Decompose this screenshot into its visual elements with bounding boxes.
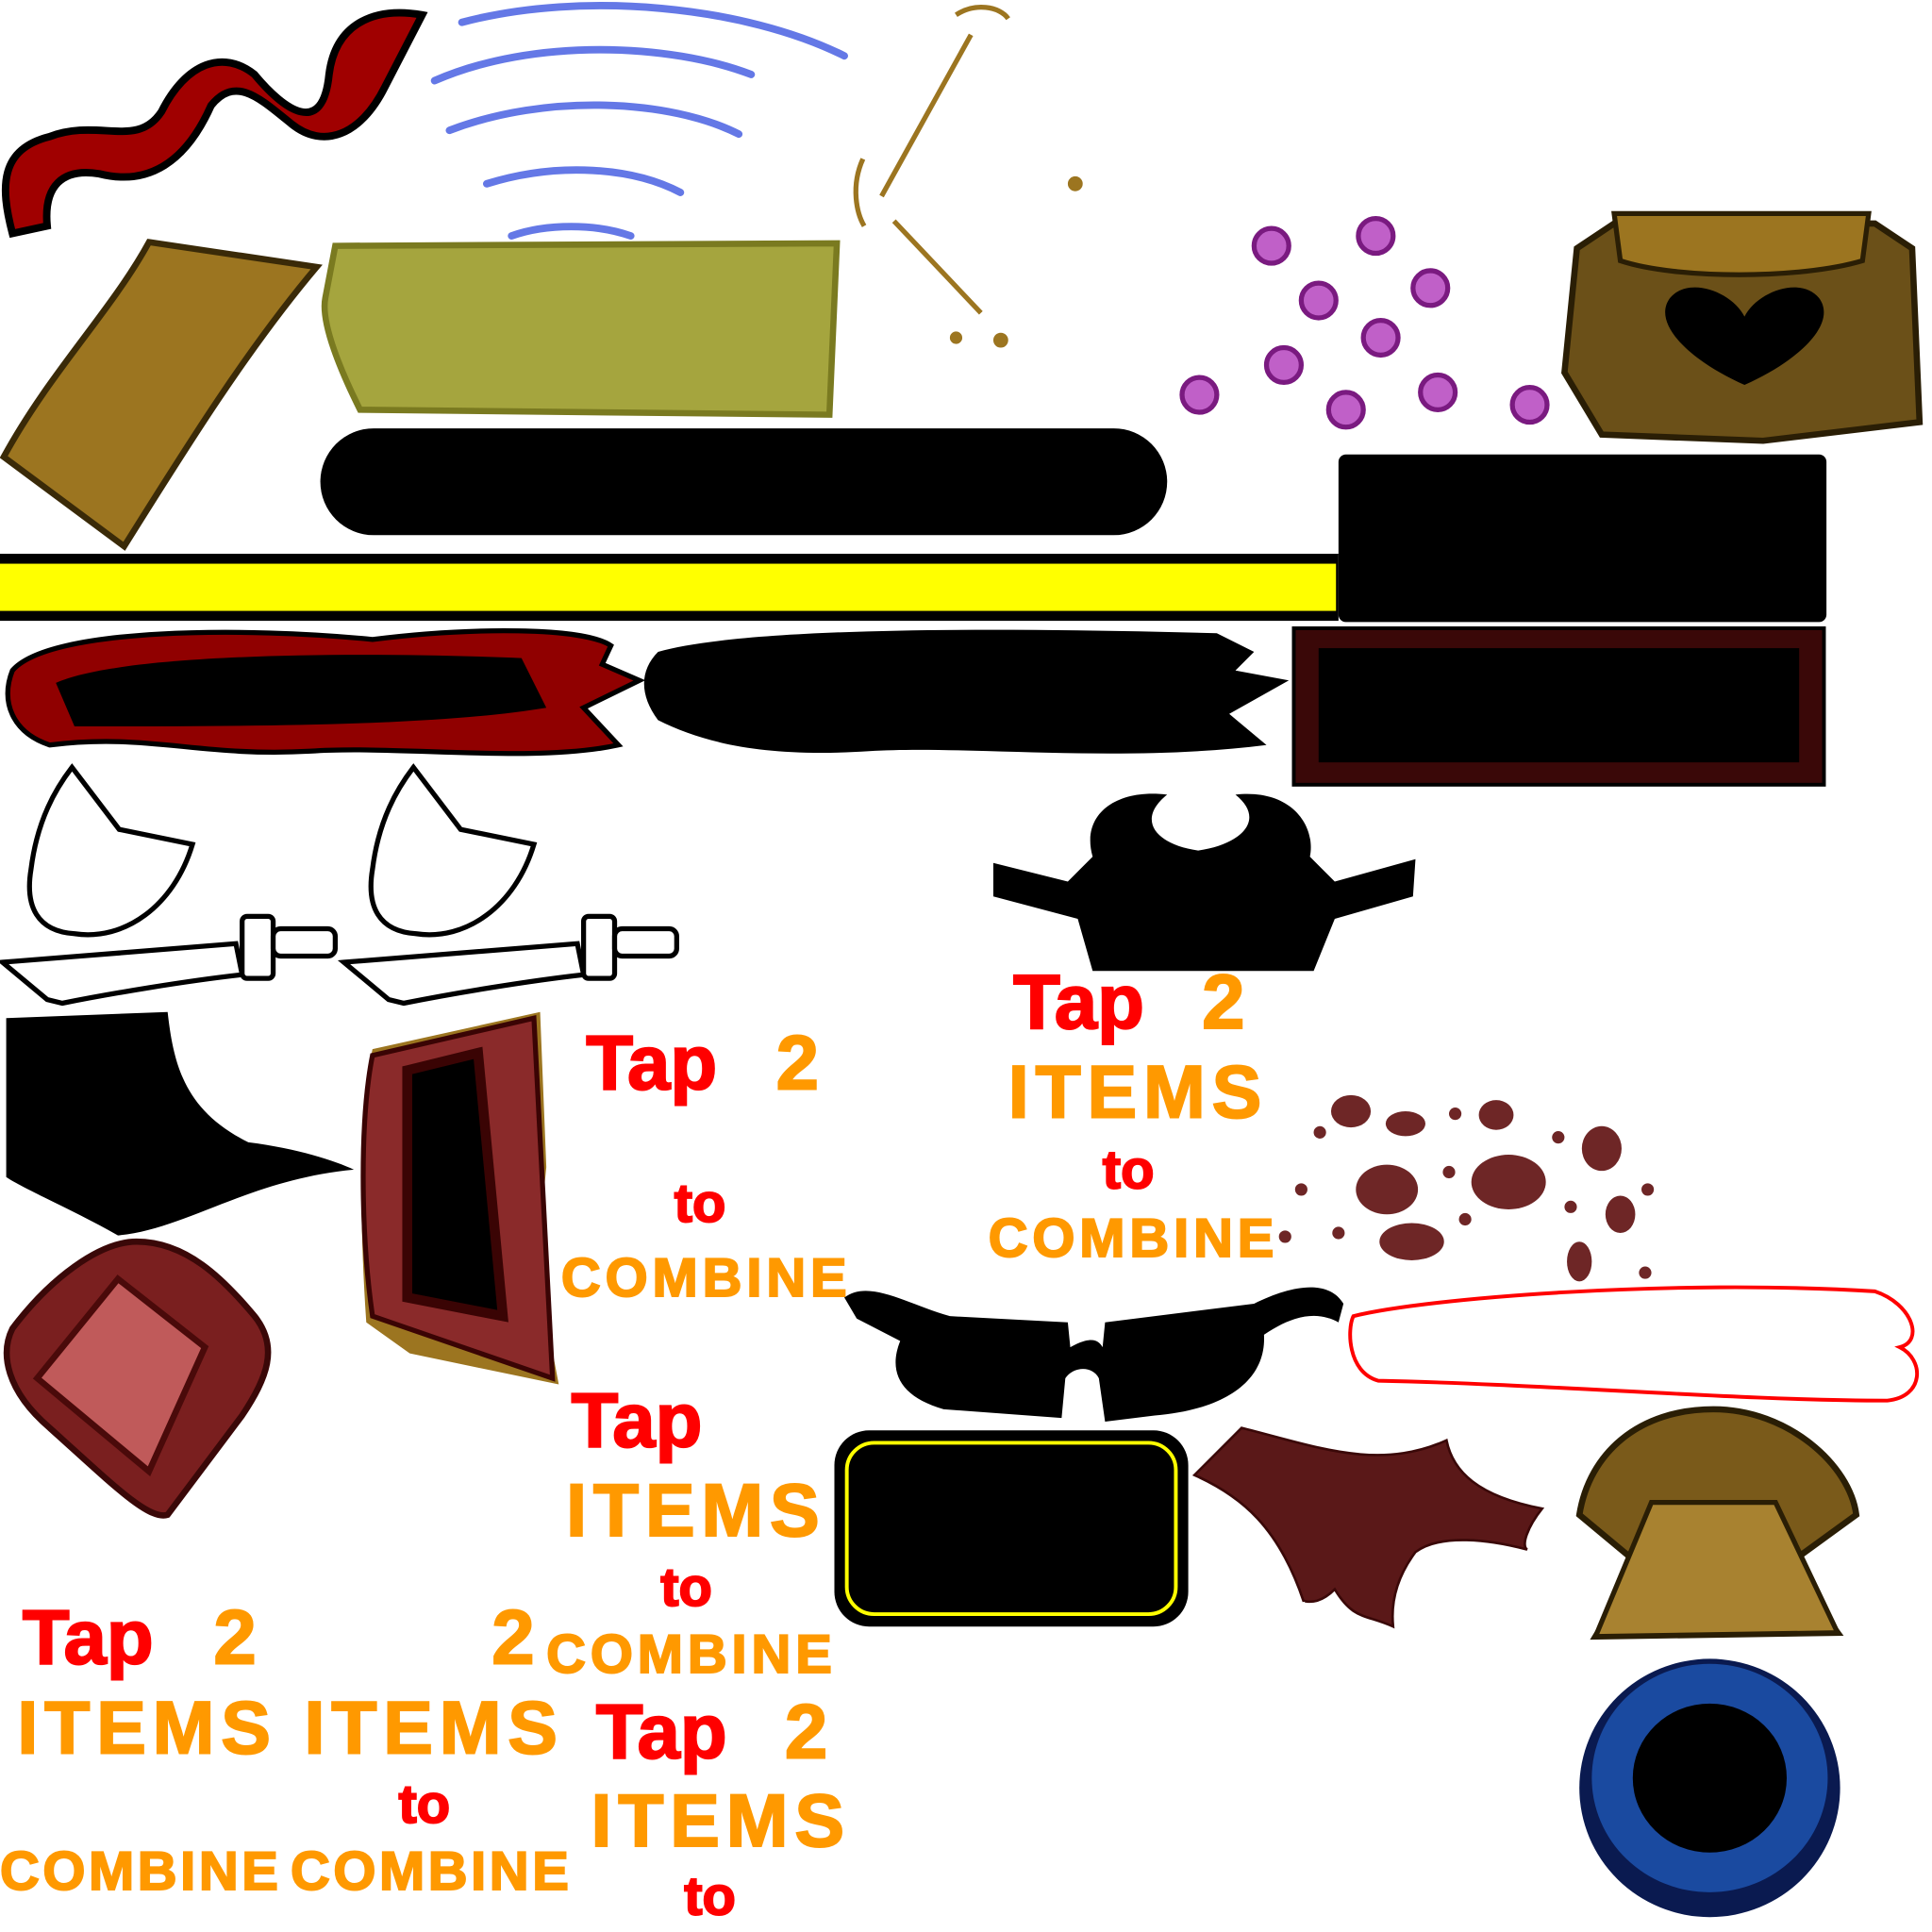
blue-ring-sprite [1579,1658,1840,1918]
two-label: 2 [213,1595,256,1681]
combine-label: COMBINE [561,1248,847,1308]
red-snake-sprite [1,8,428,239]
combine-label: COMBINE [989,1208,1274,1269]
items-label: ITEMS [304,1686,558,1769]
combine-label: COMBINE [0,1841,278,1902]
yellow-bordered-box [834,1430,1189,1627]
two-label: 2 [785,1690,827,1775]
bat-wing-sprite [1191,1426,1545,1629]
broken-stick-sprite [853,5,1083,348]
black-sunglasses-sprite [844,1287,1344,1423]
two-label: 2 [776,1020,819,1106]
two-label: 2 [1202,959,1244,1045]
tap-label: Tap [596,1690,727,1775]
heart-icon [1665,287,1824,386]
white-cat-ear-sword-sprite [0,763,679,1007]
black-helmet-sprite [992,793,1416,972]
red-blob-inner [56,655,547,726]
tap-to-combine-text-2: Tap 2 ITEMS to COMBINE [988,958,1275,1270]
yellow-progress-fill [0,563,1337,611]
red-outline-cloud [1348,1285,1920,1403]
tap-to-combine-text-1: Tap 2 to COMBINE [560,1019,848,1309]
to-label: to [675,1174,726,1234]
items-label: ITEMS [566,1469,820,1552]
tap-to-combine-text-3: Tap ITEMS to COMBINE [545,1376,833,1686]
tap-to-combine-text-4: Tap 2 ITEMS COMBINE [0,1594,279,1904]
items-label: ITEMS [1008,1051,1262,1134]
tap-label: Tap [586,1020,717,1106]
tap-to-combine-text-6: Tap 2 ITEMS to [591,1689,845,1928]
items-label: ITEMS [17,1686,271,1769]
tap-label: Tap [571,1377,702,1463]
monkey-chest-sprite [1561,210,1924,444]
black-boot-sprite [6,1011,355,1236]
tap-label: Tap [23,1595,154,1681]
purple-flowers-sprite [1179,216,1550,430]
two-label: 2 [491,1595,534,1681]
maroon-door-frame-sprite [360,1011,559,1385]
ruby-gem-sprite [4,1238,272,1519]
to-label: to [660,1557,712,1618]
black-panel [1338,454,1827,623]
blue-wind-streams [430,2,848,241]
dark-red-frame-inner [1318,648,1800,763]
tap-label: Tap [1013,959,1144,1045]
items-label: ITEMS [591,1779,845,1862]
tap-to-combine-text-5: 2 ITEMS to COMBINE [290,1594,570,1904]
monkey-head-sprite [1575,1406,1860,1641]
to-label: to [1103,1141,1155,1201]
to-label: to [684,1867,736,1927]
brown-spots-sprite [1278,1094,1655,1282]
black-blob-banner [643,629,1290,754]
olive-banner-sprite [321,240,841,418]
brown-paper-sprite [0,239,323,551]
to-label: to [398,1774,450,1835]
yellow-border [844,1441,1178,1617]
combine-label: COMBINE [546,1624,832,1685]
black-pill-bar [320,428,1168,536]
combine-label: COMBINE [291,1841,569,1902]
